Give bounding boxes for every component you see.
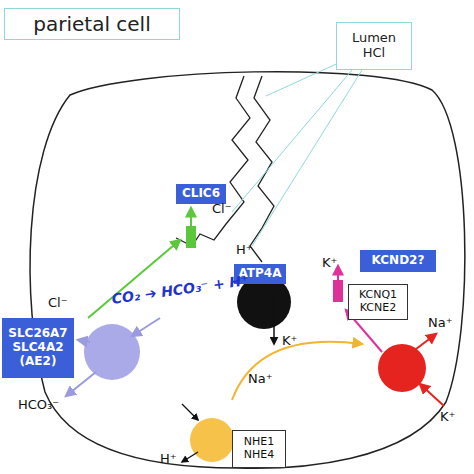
potassium-channel xyxy=(333,280,343,302)
ion-label: Cl⁻ xyxy=(212,202,232,216)
ion-label: H⁺ xyxy=(236,243,253,257)
transport-arrow xyxy=(232,342,362,400)
canaliculus-wall xyxy=(176,76,250,246)
node-text: NHE1 NHE4 xyxy=(235,436,283,461)
leader-line xyxy=(232,70,352,212)
leader-line xyxy=(252,70,362,246)
cell-membrane xyxy=(30,72,465,469)
anion-exchanger xyxy=(84,324,140,380)
transport-arrow xyxy=(88,240,180,318)
ion-label: HCO₃⁻ xyxy=(18,398,59,412)
node-text: CLIC6 xyxy=(182,187,220,201)
protein-label-box: KCND2? xyxy=(360,250,436,272)
transport-arrow xyxy=(190,208,192,226)
ion-label: K⁺ xyxy=(322,256,337,270)
node-text: parietal cell xyxy=(33,13,150,36)
sodium-proton-exchanger xyxy=(190,418,234,462)
text-box: parietal cell xyxy=(4,8,180,40)
ion-label: Cl⁻ xyxy=(48,296,68,310)
text-box: NHE1 NHE4 xyxy=(232,430,286,468)
node-text: SLC4A2 (AE2) xyxy=(4,341,72,369)
node-text: KCNQ1 KCNE2 xyxy=(351,289,405,314)
ion-label: H⁺ xyxy=(160,452,177,466)
transport-arrow xyxy=(273,290,275,344)
protein-label-box: SLC26A7SLC4A2 (AE2) xyxy=(2,318,74,378)
canaliculus-wall xyxy=(250,76,274,262)
node-text: Lumen HCl xyxy=(339,31,409,61)
leader-line xyxy=(266,60,345,96)
sodium-potassium-pump xyxy=(378,344,426,392)
protein-label-box: CLIC6 xyxy=(176,184,226,204)
text-box: KCNQ1 KCNE2 xyxy=(348,284,408,320)
transport-arrow xyxy=(420,384,444,406)
transport-arrow xyxy=(412,334,436,352)
ion-label: K⁺ xyxy=(440,410,455,424)
transport-arrow xyxy=(182,452,198,462)
ion-label: K⁺ xyxy=(282,334,297,348)
chloride-channel xyxy=(186,226,196,248)
transport-arrow xyxy=(182,404,198,420)
node-text: KCND2? xyxy=(372,254,425,268)
transport-arrow xyxy=(132,318,160,336)
ion-label: Na⁺ xyxy=(248,372,273,386)
ion-label: Na⁺ xyxy=(428,316,453,330)
reaction-label: CO₂ ➔ HCO₃⁻ + H⁺ xyxy=(111,273,250,307)
node-text: SLC26A7 xyxy=(8,327,67,341)
text-box: Lumen HCl xyxy=(336,22,412,70)
transport-arrow xyxy=(78,340,90,342)
